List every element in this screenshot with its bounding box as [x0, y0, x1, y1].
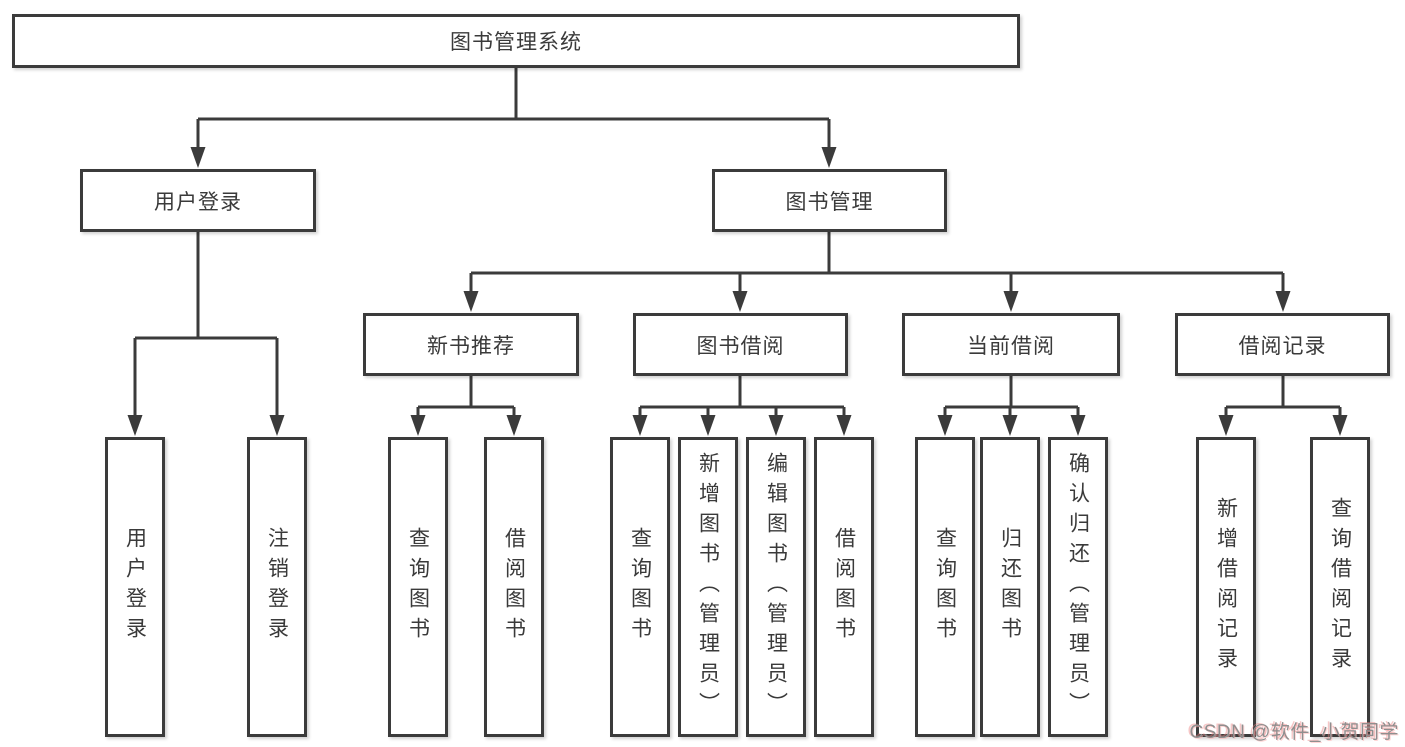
csdn-watermark: CSDN @软件_小贺同学 — [1189, 722, 1399, 743]
leaf-label: 用户登录 — [123, 527, 147, 647]
leaf-label: 查询图书 — [628, 527, 652, 647]
leaf-add-borrow-record: 新增借阅记录 — [1196, 437, 1256, 737]
leaf-query-books-borrowing: 查询图书 — [610, 437, 670, 737]
node-user-login: 用户登录 — [80, 169, 316, 232]
leaf-label: 查询借阅记录 — [1328, 497, 1352, 677]
node-book-borrowing: 图书借阅 — [633, 313, 848, 376]
leaf-label: 注销登录 — [265, 527, 289, 647]
leaf-label: 确认归还（管理员） — [1066, 452, 1090, 722]
leaf-add-books-admin: 新增图书（管理员） — [678, 437, 738, 737]
elbow-connectors — [133, 68, 1342, 417]
leaf-confirm-return-admin: 确认归还（管理员） — [1048, 437, 1108, 737]
leaf-logout-login: 注销登录 — [247, 437, 307, 737]
leaf-borrow-books-recommend: 借阅图书 — [484, 437, 544, 737]
leaf-label: 借阅图书 — [502, 527, 526, 647]
leaf-label: 编辑图书（管理员） — [764, 452, 788, 722]
arrowheads — [127, 147, 1348, 436]
leaf-query-borrow-record: 查询借阅记录 — [1310, 437, 1370, 737]
node-new-book-recommend: 新书推荐 — [363, 313, 579, 376]
leaf-query-books-recommend: 查询图书 — [388, 437, 448, 737]
node-library-management-system: 图书管理系统 — [12, 14, 1020, 68]
leaf-label: 归还图书 — [998, 527, 1022, 647]
leaf-label: 借阅图书 — [832, 527, 856, 647]
leaf-query-books-current: 查询图书 — [915, 437, 975, 737]
leaf-label: 新增图书（管理员） — [696, 452, 720, 722]
node-book-management: 图书管理 — [712, 169, 947, 232]
leaf-label: 查询图书 — [406, 527, 430, 647]
leaf-return-books: 归还图书 — [980, 437, 1040, 737]
leaf-edit-books-admin: 编辑图书（管理员） — [746, 437, 806, 737]
node-current-borrowing: 当前借阅 — [902, 313, 1120, 376]
leaf-user-login: 用户登录 — [105, 437, 165, 737]
leaf-borrow-books-borrowing: 借阅图书 — [814, 437, 874, 737]
leaf-label: 查询图书 — [933, 527, 957, 647]
leaf-label: 新增借阅记录 — [1214, 497, 1238, 677]
node-borrowing-records: 借阅记录 — [1175, 313, 1390, 376]
